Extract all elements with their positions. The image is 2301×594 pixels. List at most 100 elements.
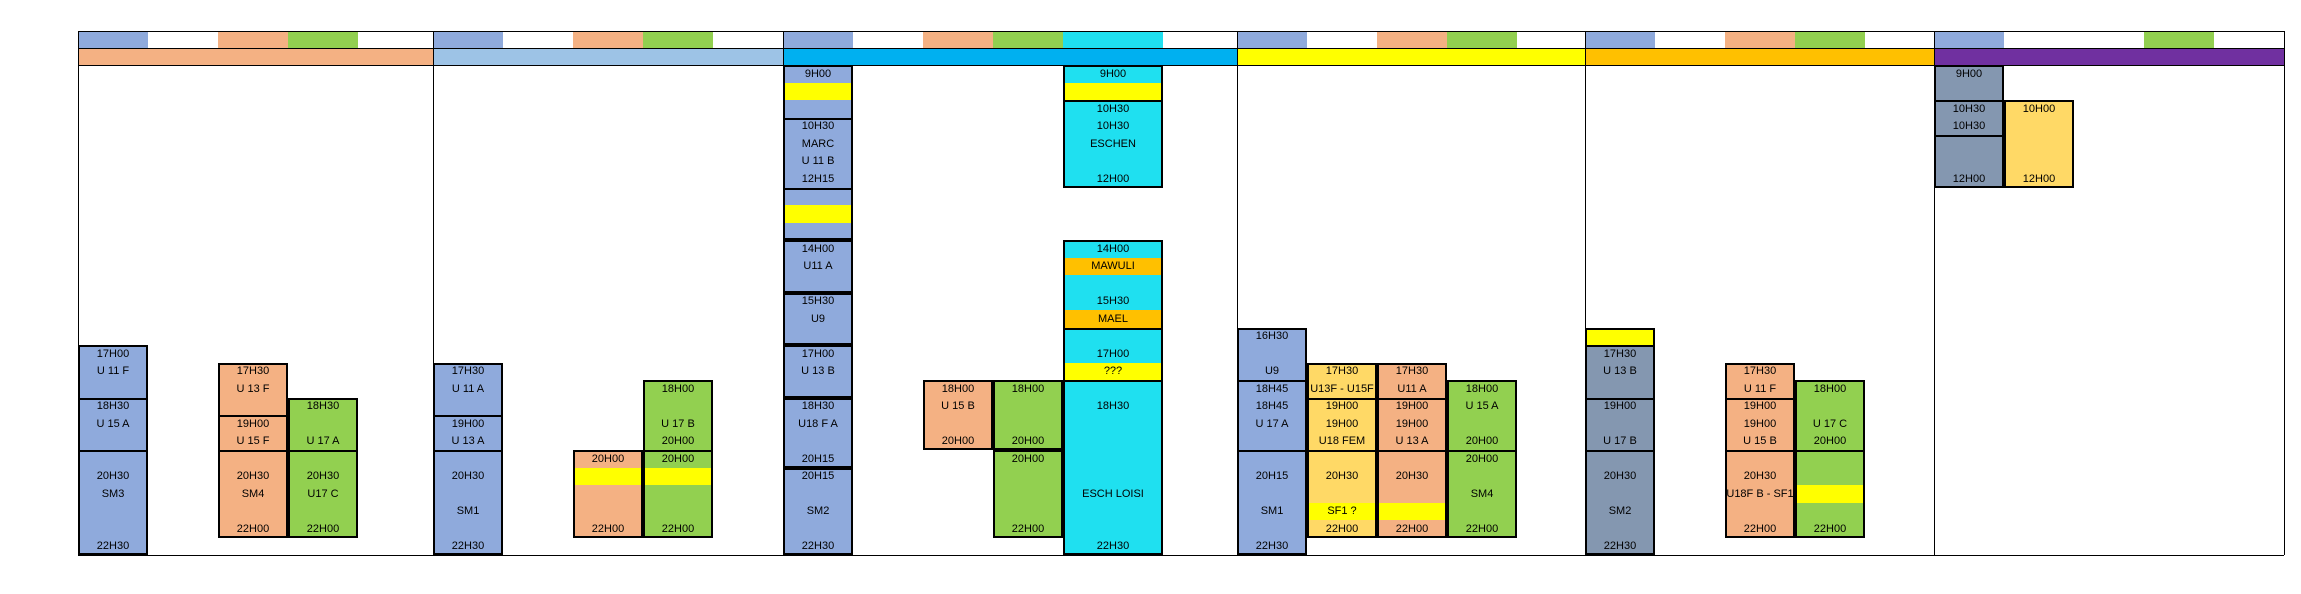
schedule-block (2004, 100, 2074, 188)
block-label: SM2 (806, 505, 830, 518)
time-label (0, 83, 58, 101)
block-label: 18H00 (1011, 382, 1045, 395)
schedule-block (218, 450, 288, 538)
block-label: 22H00 (306, 522, 340, 535)
block-label: 15H30 (801, 295, 835, 308)
venue-header (1725, 31, 1795, 48)
venue-header (1377, 31, 1447, 48)
venue-header (148, 31, 218, 48)
time-label (0, 450, 58, 468)
venue-header (1934, 31, 2004, 48)
block-label: 14H00 (801, 242, 835, 255)
block-label: U 13 A (451, 435, 485, 448)
block-label: 19H00 (1325, 400, 1359, 413)
block-label: 10H30 (1096, 120, 1130, 133)
highlight-cell (785, 82, 851, 100)
highlight-cell (1379, 502, 1445, 520)
venue-header (1655, 31, 1725, 48)
block-label: 17H30 (451, 365, 485, 378)
venue-header (1063, 31, 1163, 48)
day-separator (1237, 31, 1238, 555)
block-label: 10H30 (1952, 120, 1986, 133)
block-label: 20H00 (1465, 435, 1499, 448)
block-label: 22H00 (1325, 522, 1359, 535)
venue-header (1307, 31, 1377, 48)
block-label: U 15 A (96, 417, 130, 430)
block-label: U9 (810, 312, 826, 325)
highlight-cell (575, 467, 641, 485)
block-label: U11 A (803, 260, 833, 273)
block-label: 18H00 (1465, 382, 1499, 395)
venue-header (1237, 31, 1307, 48)
block-label: SM4 (241, 487, 265, 500)
time-label (0, 135, 58, 153)
time-label (0, 415, 58, 433)
day-separator (783, 31, 784, 555)
block-label: 20H15 (801, 452, 835, 465)
schedule-block (993, 450, 1063, 538)
block-label: 19H00 (1743, 417, 1777, 430)
block-label: U 11 F (96, 365, 130, 378)
block-label: 12H00 (2022, 172, 2056, 185)
venue-header (643, 31, 713, 48)
block-label: SF1 ? (1327, 505, 1357, 518)
time-label (0, 293, 58, 311)
schedule-block (1934, 135, 2004, 188)
time-label (0, 503, 58, 521)
block-label: 19H00 (1603, 400, 1637, 413)
venue-header (573, 31, 643, 48)
block-label: 17H30 (1395, 365, 1429, 378)
schedule-block (433, 450, 503, 555)
highlight-cell (1065, 362, 1161, 380)
block-label: 10H30 (1096, 102, 1130, 115)
time-label (0, 398, 58, 416)
time-label (0, 258, 58, 276)
time-label (0, 380, 58, 398)
block-label: 22H00 (591, 522, 625, 535)
venue-header (288, 31, 358, 48)
block-label: 22H00 (1011, 522, 1045, 535)
block-label: 18H30 (306, 400, 340, 413)
block-label: 22H30 (96, 540, 130, 553)
grid-line (78, 48, 2284, 49)
schedule-block (1447, 450, 1517, 538)
block-label: U 17 B (661, 417, 695, 430)
schedule-block (643, 450, 713, 538)
block-label: 20H30 (1325, 470, 1359, 483)
venue-header (218, 31, 288, 48)
schedule-block (1585, 450, 1655, 555)
block-label: U 11 F (1743, 382, 1777, 395)
venue-header (433, 31, 503, 48)
block-label: 20H00 (591, 452, 625, 465)
block-label: 18H45 (1255, 400, 1289, 413)
venue-header (1163, 31, 1258, 48)
day-separator (1585, 31, 1586, 555)
block-label: U 13 F (236, 382, 270, 395)
day-separator (78, 31, 79, 555)
highlight-cell (645, 467, 711, 485)
block-label: 20H00 (1011, 435, 1045, 448)
block-label: U18 F A (798, 417, 838, 430)
block-label: 18H00 (941, 382, 975, 395)
block-label: U 13 A (1395, 435, 1429, 448)
block-label: 10H00 (2022, 102, 2056, 115)
block-label: 22H30 (1096, 540, 1130, 553)
horaire-label (0, 48, 78, 65)
highlight-cell (785, 205, 851, 223)
time-label (0, 363, 58, 381)
venue-header (923, 31, 993, 48)
block-label: 22H00 (1743, 522, 1777, 535)
schedule-block (783, 240, 853, 293)
venue-header (1447, 31, 1517, 48)
block-label: MAEL (1098, 312, 1128, 325)
schedule-block (288, 450, 358, 538)
venue-header (2214, 31, 2284, 48)
schedule-block (923, 380, 993, 450)
block-label: 22H30 (451, 540, 485, 553)
block-label: SM3 (101, 487, 125, 500)
schedule-block (1307, 450, 1377, 538)
day-header (1585, 48, 2016, 65)
time-label (0, 188, 58, 206)
day-header (1237, 48, 1685, 65)
venue-header (1585, 31, 1655, 48)
